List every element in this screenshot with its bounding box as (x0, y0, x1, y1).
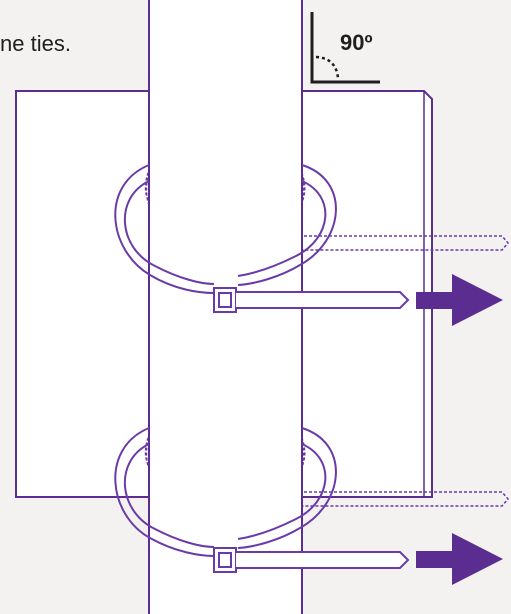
angle-label: 90º (340, 30, 373, 55)
upper-cable-tie (114, 164, 410, 313)
lower-right-arrow-icon (416, 533, 503, 585)
caption-text: ne ties. (0, 31, 71, 56)
right-angle-icon (310, 12, 380, 84)
lower-cable-tie (114, 427, 410, 573)
upper-right-arrow-icon (416, 274, 503, 326)
